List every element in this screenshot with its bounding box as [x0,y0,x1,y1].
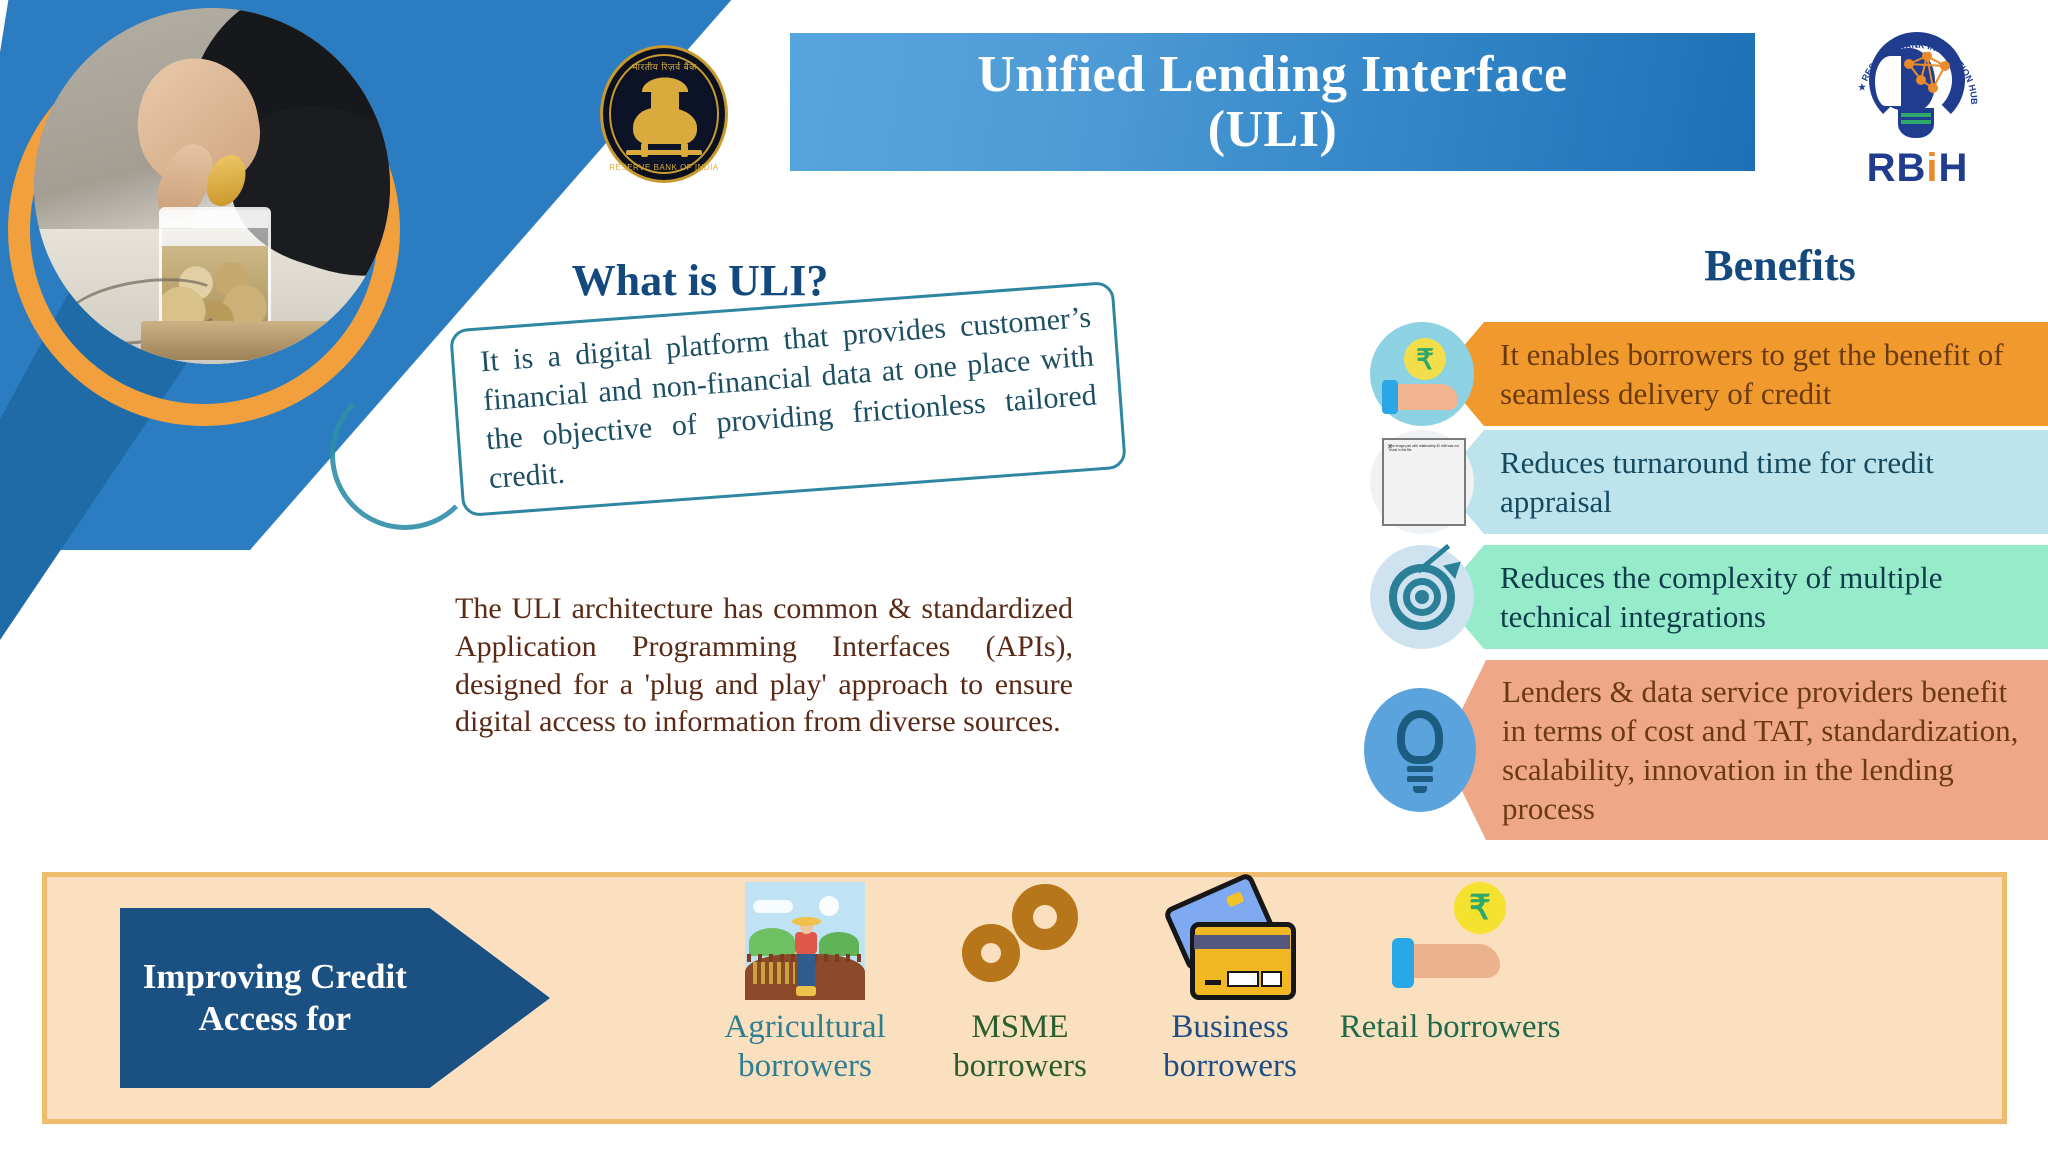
broken-image-alt-text: The image part with relationship ID rId6… [1389,444,1459,453]
lightbulb-icon [1364,688,1476,812]
page-title-line2: (ULI) [1207,101,1338,158]
what-is-uli-callout: It is a digital platform that provides c… [449,280,1127,518]
benefit-2-text: Reduces turnaround time for credit appra… [1500,444,1934,519]
hand-with-rupee-coin-icon: ₹ [1335,882,1565,1000]
rbi-seal-icon: भारतीय रिज़र्व बैंक RESERVE BANK OF INDI… [600,45,728,183]
category-msme-label: MSME borrowers [953,1009,1087,1084]
category-msme: MSME borrowers [905,882,1135,1086]
benefit-1-text: It enables borrowers to get the benefit … [1500,336,2004,411]
what-is-uli-callout-text: It is a digital platform that provides c… [479,300,1098,496]
what-is-uli-heading: What is ULI? [571,256,829,305]
category-retail: ₹ Retail borrowers [1335,882,1565,1047]
page-title-line1: Unified Lending Interface [977,45,1568,103]
uli-architecture-paragraph: The ULI architecture has common & standa… [455,592,1073,739]
rbih-network-icon [1904,52,1950,93]
benefit-item-4: Lenders & data service providers benefit… [1364,660,2048,840]
category-retail-label: Retail borrowers [1339,1009,1561,1045]
benefit-item-2: ✕ The image part with relationship ID rI… [1370,430,2048,534]
benefit-3-text: Reduces the complexity of multiple techn… [1500,559,1943,634]
category-agricultural: Agricultural borrowers [690,882,920,1086]
decorative-teal-arc [330,380,480,530]
benefit-item-1: ₹ It enables borrowers to get the benefi… [1370,322,2048,426]
target-dartboard-icon [1370,543,1474,649]
hand-with-rupee-coin-icon: ₹ [1370,322,1474,426]
savings-jar-photo [34,8,390,364]
rbi-seal-top-text: भारतीय रिज़र्व बैंक [631,62,697,73]
category-business-label: Business borrowers [1163,1009,1297,1084]
page-title-banner: Unified Lending Interface (ULI) [790,33,1755,171]
improving-credit-access-label: Improving Credit Access for [142,957,407,1038]
gears-icon [905,882,1135,1000]
benefit-item-3: Reduces the complexity of multiple techn… [1370,543,2048,649]
credit-cards-icon [1115,871,1345,1000]
rbih-wordmark: RBiH [1815,146,2020,191]
rbih-wordmark-left: RB [1866,146,1927,190]
benefits-heading: Benefits [1704,241,1856,290]
page-title: Unified Lending Interface (ULI) [977,47,1567,157]
rbih-wordmark-right: H [1938,146,1969,190]
rbih-wordmark-i: i [1926,146,1939,190]
rbi-seal-bottom-text: RESERVE BANK OF INDIA [609,162,719,172]
rbih-brain-bulb-icon: ★ RESERVE BANK INNOVATION HUB [1851,26,1983,144]
category-agricultural-label: Agricultural borrowers [724,1009,886,1084]
benefit-4-text: Lenders & data service providers benefit… [1502,674,2019,827]
farmer-field-icon [690,882,920,1000]
broken-image-placeholder-icon: ✕ The image part with relationship ID rI… [1370,430,1474,534]
rbih-logo: ★ RESERVE BANK INNOVATION HUB RBiH [1815,26,2020,191]
category-business: Business borrowers [1115,871,1345,1086]
